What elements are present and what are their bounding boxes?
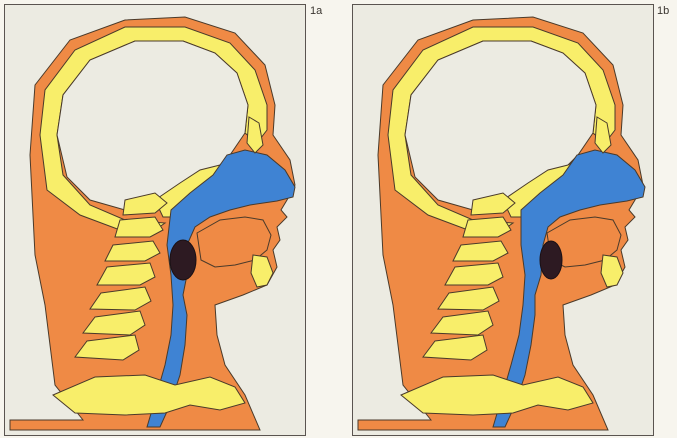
head-cross-section-a [5, 5, 305, 435]
panel-label-1b: 1b [657, 5, 669, 17]
panel-label-1a: 1a [310, 5, 322, 17]
head-cross-section-b [353, 5, 653, 435]
tongue-base-a [170, 240, 196, 280]
sagittal-head-diagram-b [352, 4, 654, 436]
sagittal-head-diagram-a [4, 4, 306, 436]
tongue-base-b [540, 241, 562, 279]
